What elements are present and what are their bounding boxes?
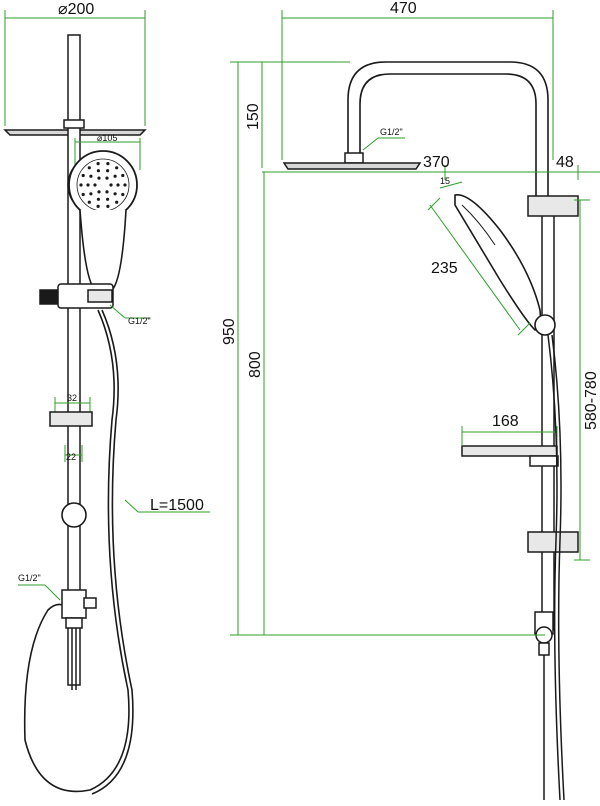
total-height-dimension [230,61,545,636]
clamp-gap-label: 22 [66,452,76,462]
nozzle-dot [116,183,120,187]
nozzle-dot [97,176,101,180]
nozzle-dot [106,162,110,166]
rain-head-side-view [282,152,422,170]
diverter-side [534,611,554,800]
soap-shelf [461,445,559,467]
nozzle-dot [96,204,100,208]
head-diameter-dimension [4,10,146,126]
rail-knob [61,502,87,528]
clamp-gap-dimension [64,445,83,462]
nozzle-dot [115,200,119,204]
nozzle-dot [89,174,93,178]
nozzle-dot [121,192,125,197]
nozzle-dot [121,173,125,178]
nozzle-dot [106,169,110,173]
nozzle-dot [93,183,97,187]
head-thread-callout [362,137,405,151]
nozzle-dot [105,190,109,194]
hose-length-callout [124,499,210,513]
nozzle-dot [79,183,83,187]
clamp-width-label: 32 [67,393,77,403]
arm-reach-dimension [262,165,600,180]
hand-shower-front [67,150,138,291]
diverter-thread-callout [18,584,61,601]
nozzle-dot [81,173,85,178]
hand-nozzle-dimension [439,181,463,189]
slider-range-label: 580-780 [583,371,600,430]
nozzle-dot [123,183,127,187]
total-height-label: 950 [221,318,238,345]
arm-drop-dimension [255,61,350,168]
nozzle-dot [87,166,91,170]
nozzle-dot [105,176,109,180]
slider-range-dimension [574,199,590,561]
hand-shower-side [454,194,556,336]
hose-front [23,309,134,795]
hand-length-label: 235 [431,260,458,277]
nozzle-dot [115,166,119,170]
head-thread-label: G1/2" [380,127,403,137]
clamp-front [49,411,93,427]
hose-length-label: L=1500 [150,497,204,514]
nozzle-dot [97,190,101,194]
hand-diameter-label: ⌀105 [97,133,117,143]
nozzle-dot [89,192,93,196]
nozzle-dot [106,197,110,201]
wall-offset-label: 48 [556,154,574,171]
rail-height-label: 800 [247,351,264,378]
nozzle-dot [106,204,110,208]
front-view: ⌀200 ⌀105 [3,1,210,795]
arm-drop-label: 150 [245,103,262,130]
diverter-thread-label: G1/2" [18,573,41,583]
nozzle-dot [113,174,117,178]
arm-reach-label: 370 [423,154,450,171]
diverter-front [61,589,97,690]
total-width-label: 470 [390,0,417,17]
nozzle-dot [81,192,85,197]
nozzle-dot [96,169,100,173]
head-diameter-label: ⌀200 [58,1,94,18]
side-view: 470 G1/2" 150 370 48 [221,0,600,801]
shelf-width-label: 168 [492,413,519,430]
hand-length-dimension [427,197,531,336]
nozzle-dot [96,197,100,201]
total-width-dimension [281,10,554,160]
overhead-arm [347,61,549,200]
hand-nozzle-label: 15 [440,176,450,186]
nozzle-dot [87,200,91,204]
rail-side [527,195,579,631]
slider-thread-label: G1/2" [128,316,151,326]
nozzle-dot [113,192,117,196]
nozzle-dot [109,183,113,187]
nozzle-dot [96,162,100,166]
hose-side [547,334,565,801]
clamp-width-dimension [54,397,91,412]
nozzle-dot [86,183,90,187]
slider-front [39,283,114,309]
slider-thread-callout [109,304,150,319]
